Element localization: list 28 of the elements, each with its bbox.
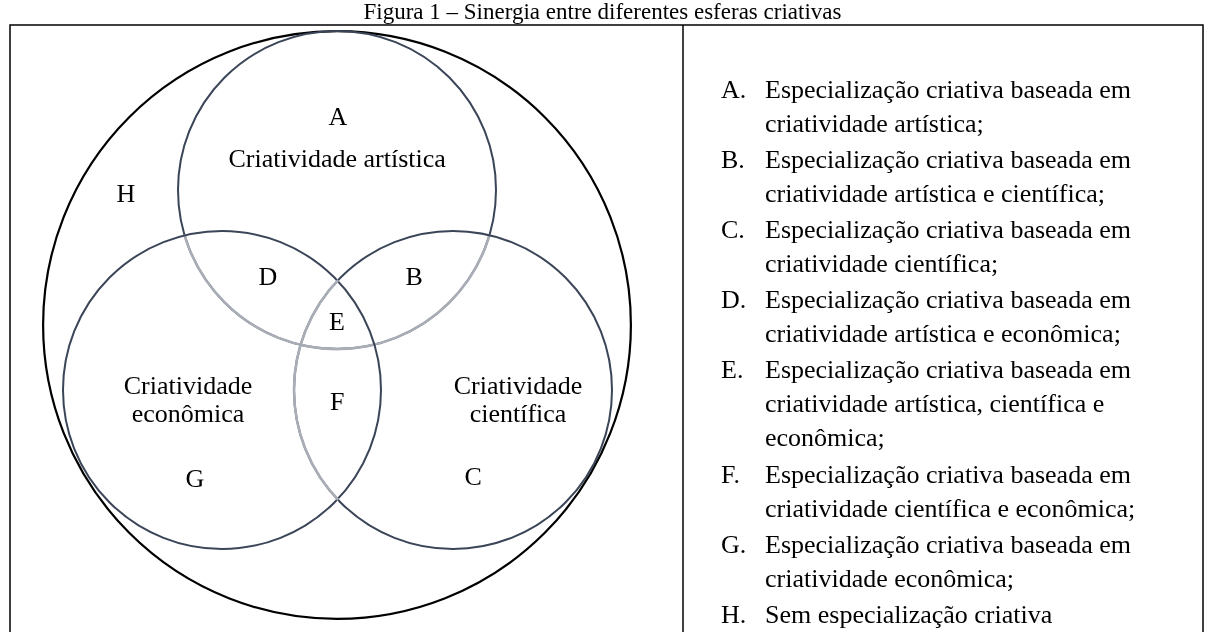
list-letter: C. xyxy=(721,214,745,246)
list-item-text: Especialização criativa baseada em criatividade científica; xyxy=(765,214,1132,280)
figure-title: Figura 1 – Sinergia entre diferentes esferas criativas xyxy=(362,0,843,24)
region-letter: F xyxy=(330,388,345,416)
region-letter: H xyxy=(116,180,136,208)
list-letter: H. xyxy=(721,599,747,631)
region-letter: C xyxy=(464,463,482,491)
list-item-text: Especialização criativa baseada em criatividade científica e econômica; xyxy=(765,459,1137,525)
list-item-text: Especialização criativa baseada em criatividade artística; xyxy=(765,74,1132,140)
list-letter: B. xyxy=(721,144,745,176)
region-letter: G xyxy=(185,465,205,493)
region-letter: A xyxy=(328,103,348,131)
list-item-text: Especialização criativa baseada em criatividade econômica; xyxy=(765,529,1132,595)
region-letter: D xyxy=(258,263,278,291)
region-letter: E xyxy=(329,308,345,336)
circle-label: Criatividade econômica xyxy=(122,372,254,428)
list-item-text: Especialização criativa baseada em criatividade artística e econômica; xyxy=(765,284,1132,350)
region-letter: B xyxy=(405,263,423,291)
list-letter: A. xyxy=(721,74,747,106)
list-item-text: Sem especialização criativa xyxy=(765,599,1054,631)
list-letter: F. xyxy=(721,459,740,491)
list-item-text: Especialização criativa baseada em criatividade artística e científica; xyxy=(765,144,1132,210)
circle-label: Criatividade artística xyxy=(228,145,446,173)
list-item-text: Especialização criativa baseada em criatividade artística, científica e econômica; xyxy=(765,354,1132,454)
circle-label: Criatividade científica xyxy=(452,372,584,428)
list-letter: G. xyxy=(721,529,747,561)
list-letter: E. xyxy=(721,354,744,386)
list-letter: D. xyxy=(721,284,747,316)
